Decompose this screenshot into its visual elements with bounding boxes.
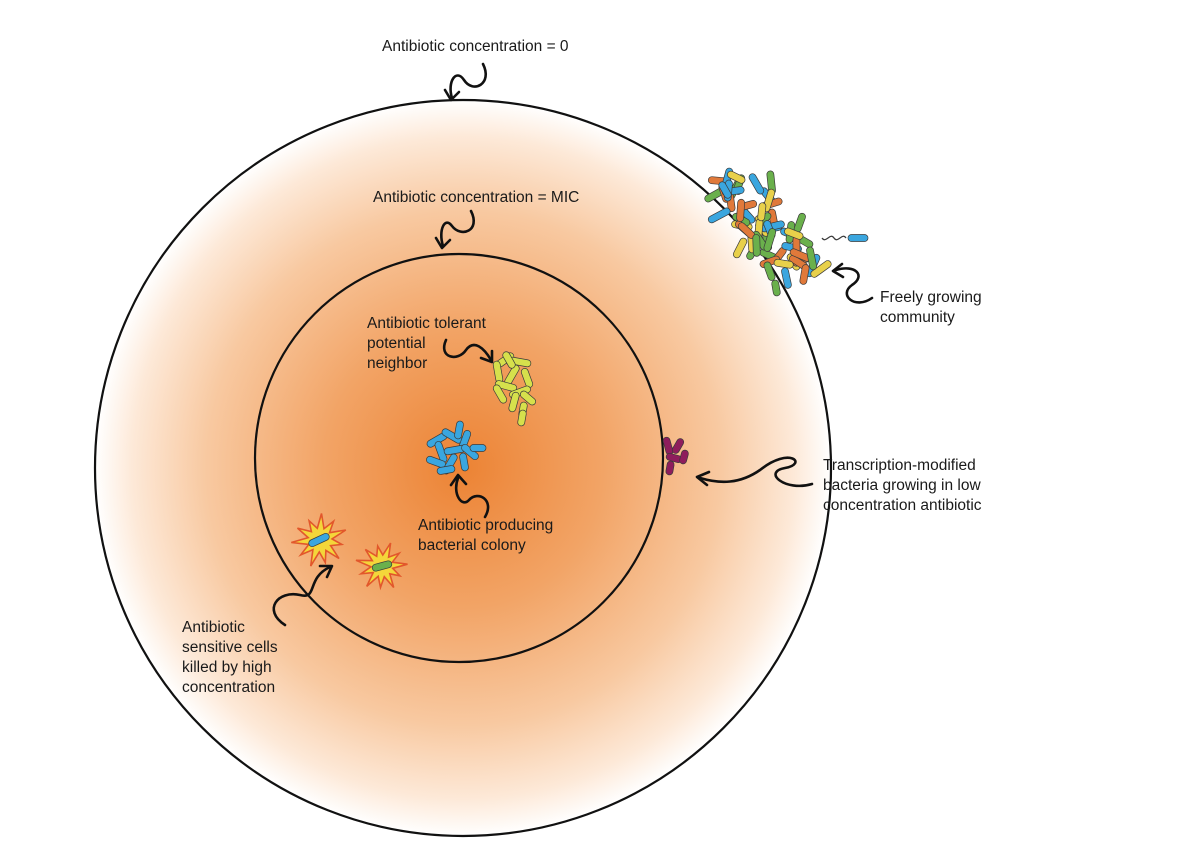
tolerant-neighbor-cluster	[492, 351, 537, 427]
producing-cell	[454, 420, 464, 440]
community-cell	[763, 228, 777, 252]
tolerant-cell	[494, 380, 518, 392]
community-cell	[748, 173, 765, 195]
tolerant-cell	[508, 391, 520, 413]
producing-cell	[469, 444, 487, 452]
community-cell	[763, 261, 776, 281]
community-cell	[784, 227, 804, 240]
community-cell	[781, 267, 792, 289]
community-cell	[810, 260, 832, 278]
mic-boundary-circle	[253, 252, 665, 664]
tolerant-cell	[520, 368, 534, 388]
killed-cell-burst-2	[355, 542, 408, 591]
arrow-mic-edge	[434, 209, 475, 250]
arrow-tolerant-neighbor	[442, 338, 494, 364]
modified-cell	[671, 438, 685, 454]
community-cell	[773, 258, 794, 269]
mic-edge-label: Antibiotic concentration = MIC	[373, 189, 579, 206]
tolerant-cell	[502, 351, 516, 369]
flagellum	[821, 235, 847, 241]
community-cell	[799, 264, 810, 285]
killed-cell-burst-1	[291, 513, 347, 567]
community-cell	[727, 170, 746, 184]
community-cell	[757, 202, 767, 222]
modified-cell	[665, 460, 675, 476]
community-cell	[718, 181, 732, 199]
tolerant-cell	[519, 390, 537, 406]
freely-growing-community-cluster	[704, 167, 869, 297]
free-community-label: Freely growing community	[880, 289, 986, 326]
community-cell	[736, 198, 746, 222]
community-cell	[806, 246, 817, 271]
community-cell	[771, 279, 781, 297]
producing-colony-label: Antibiotic producing bacterial colony	[418, 517, 558, 554]
arrow-producing-colony	[449, 473, 490, 519]
arrow-sensitive-cells	[272, 564, 334, 627]
arrow-free-community	[831, 262, 874, 304]
community-cell	[752, 234, 761, 257]
arrow-outer-edge	[443, 62, 487, 102]
outer-edge-label: Antibiotic concentration = 0	[382, 38, 569, 55]
tolerant-neighbor-label: Antibiotic tolerant potential neighbor	[367, 315, 490, 372]
sensitive-cells-label: Antibiotic sensitive cells killed by hig…	[182, 619, 282, 696]
modified-cell	[679, 449, 689, 465]
community-cell	[732, 237, 748, 259]
transcription-modified-label: Transcription-modified bacteria growing …	[823, 457, 985, 514]
producing-colony-cluster	[426, 420, 487, 475]
arrow-transcription-modified	[695, 456, 814, 488]
community-cell	[847, 234, 869, 242]
transcription-modified-cluster	[662, 436, 689, 476]
tolerant-cell	[517, 409, 527, 427]
outer-boundary-circle	[93, 98, 833, 838]
community-cell	[707, 207, 731, 224]
tolerant-cell	[492, 384, 508, 404]
